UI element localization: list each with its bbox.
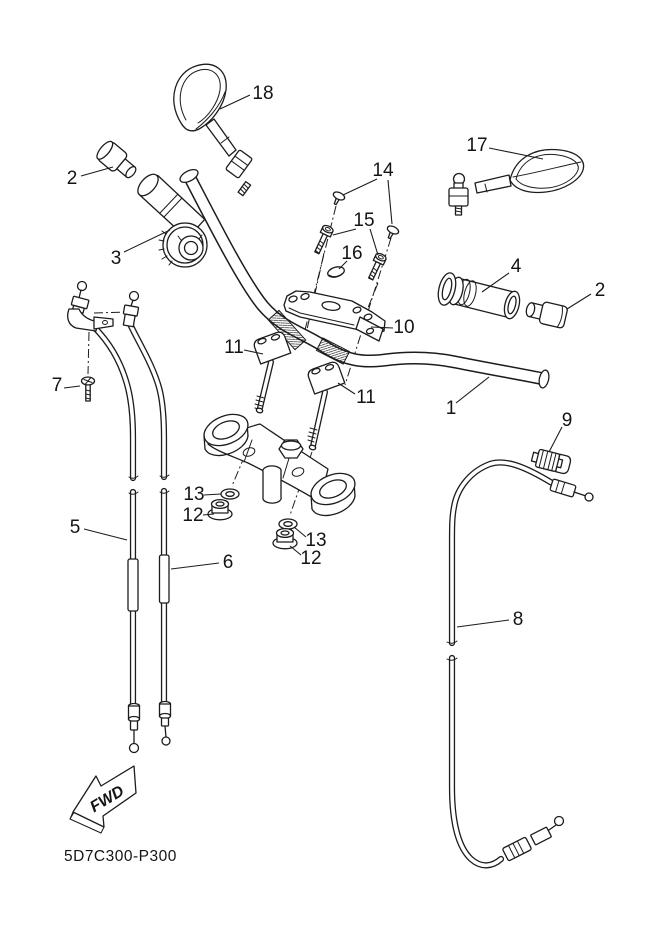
bar-end-left — [96, 140, 137, 179]
part-label-17: 17 — [466, 135, 487, 156]
clutch-cable — [446, 459, 594, 869]
part-label-11-right: 11 — [356, 387, 376, 408]
part-label-2-left: 2 — [67, 168, 78, 189]
washer-13-left — [220, 488, 240, 500]
drawing-code: 5D7C300-P300 — [64, 848, 177, 865]
part-label-12-left: 12 — [182, 505, 203, 526]
part-label-15: 15 — [353, 210, 374, 231]
knurl-band-right — [315, 337, 351, 365]
part-label-9: 9 — [562, 410, 573, 431]
part-label-14: 14 — [372, 160, 394, 181]
bar-end-right — [525, 301, 568, 329]
leader-lines — [63, 94, 592, 628]
bolt-15-left — [314, 224, 334, 255]
washer-13-right — [278, 518, 298, 530]
part-label-12-right: 12 — [300, 548, 321, 569]
part-label-18: 18 — [252, 83, 273, 104]
mirror-left — [173, 63, 253, 197]
part-label-11-left: 11 — [224, 337, 244, 358]
under-bracket — [203, 413, 356, 517]
nut-12-left — [207, 498, 233, 521]
nut-12-right — [272, 527, 298, 550]
cap-16 — [327, 266, 345, 278]
part-label-4: 4 — [511, 256, 522, 277]
mirror-right — [448, 148, 585, 216]
upper-handle-holder — [283, 290, 386, 342]
throttle-cable-2 — [122, 290, 172, 746]
part-label-6: 6 — [223, 552, 234, 573]
cable-adjuster — [530, 448, 572, 475]
part-label-5: 5 — [70, 517, 81, 538]
part-label-16: 16 — [341, 243, 362, 264]
part-label-1: 1 — [446, 398, 457, 419]
part-label-8: 8 — [513, 609, 524, 630]
lower-handle-holder-right — [307, 361, 346, 451]
screw-7 — [80, 376, 96, 402]
throttle-grip — [137, 173, 208, 268]
fwd-arrow: FWD — [69, 765, 137, 834]
part-label-13-left: 13 — [183, 484, 204, 505]
throttle-cable-1 — [67, 280, 141, 754]
part-label-7: 7 — [52, 375, 63, 396]
screw-14-left — [332, 191, 346, 206]
part-label-10: 10 — [393, 317, 414, 338]
part-label-13-right: 13 — [305, 530, 326, 551]
screw-14-right — [386, 225, 400, 240]
callout-labels: 18 2 3 17 14 15 16 4 2 10 11 11 1 9 7 13… — [52, 83, 606, 630]
part-label-2-right: 2 — [595, 280, 606, 301]
grip-left-side — [437, 272, 521, 320]
handlebar — [179, 168, 550, 389]
part-label-3: 3 — [111, 248, 122, 269]
bolt-15-right — [367, 252, 387, 281]
lower-handle-holder-left — [253, 331, 292, 414]
